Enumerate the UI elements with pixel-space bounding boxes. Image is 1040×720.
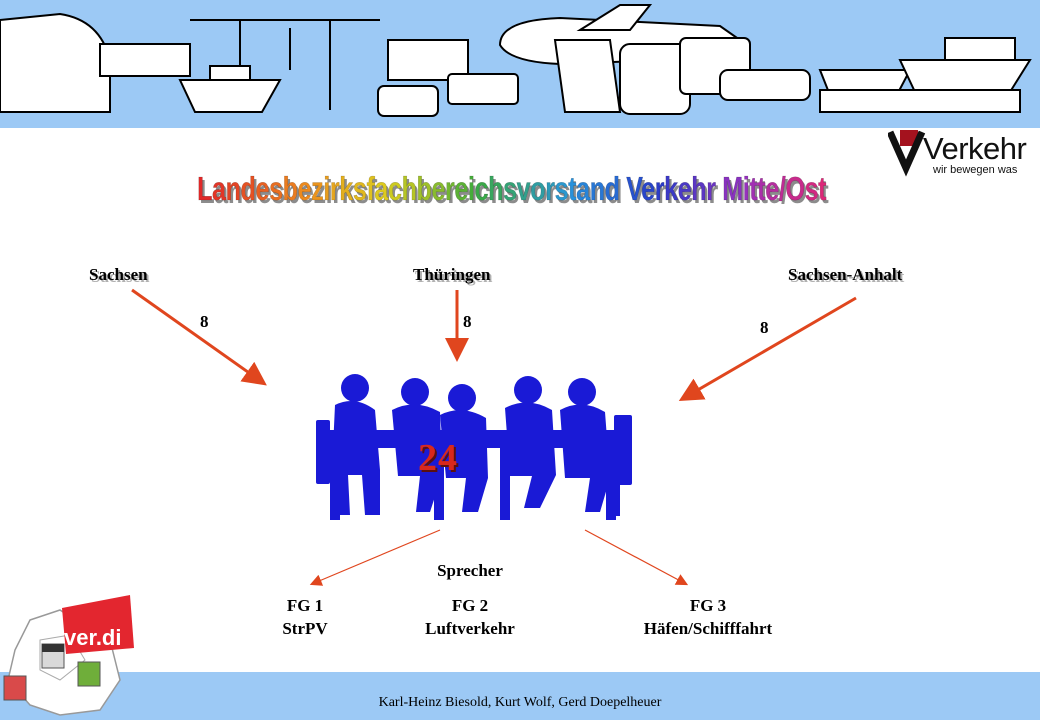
logo-tagline: wir bewegen was [933, 164, 1018, 176]
group-fg1: FG 1 StrPV [240, 594, 370, 640]
speaker-label: Sprecher [437, 561, 503, 580]
logo-word: Verkehr [923, 131, 1027, 166]
stairs-icon [553, 39, 622, 113]
barge-icon [819, 89, 1021, 113]
transport-illustration [0, 4, 1032, 117]
coat-of-arms-icon [77, 661, 101, 687]
member-total: 24 [418, 437, 458, 479]
region-sachsen: Sachsen [89, 265, 148, 284]
logo-square [900, 130, 918, 146]
arrow-fg1 [309, 529, 441, 586]
train-icon [0, 12, 111, 113]
footer-bar [0, 672, 1040, 720]
meeting-people-icon [316, 374, 632, 520]
group-fg3-code: FG 3 [689, 596, 727, 615]
page-title: Landesbezirksfachbereichsvorstand Verkeh… [197, 170, 827, 208]
count-thueringen: 8 [463, 312, 472, 331]
group-fg3-name: Häfen/Schifffahrt [643, 619, 773, 638]
bus-icon [377, 85, 439, 117]
region-sachsen-anhalt: Sachsen-Anhalt [788, 265, 903, 284]
logo-v-mark [888, 130, 926, 177]
group-fg2-name: Luftverkehr [425, 619, 515, 638]
verkehr-logo [888, 130, 926, 177]
group-fg2-code: FG 2 [451, 596, 489, 615]
truck-icon [447, 73, 519, 105]
region-thueringen: Thüringen [413, 265, 491, 284]
verdi-wordmark: ver.di [64, 625, 122, 650]
verdi-logo [3, 595, 134, 716]
arrow-fg3 [584, 529, 689, 586]
coat-of-arms-icon [3, 675, 27, 701]
arrow-sachsen-anhalt [678, 296, 857, 402]
arrow-sachsen [131, 288, 267, 386]
group-fg1-name: StrPV [282, 619, 328, 638]
count-sachsen: 8 [200, 312, 209, 331]
group-fg3: FG 3 Häfen/Schifffahrt [618, 594, 798, 640]
verdi-red-block [62, 595, 134, 654]
wagon-icon [99, 43, 191, 77]
group-fg1-code: FG 1 [286, 596, 324, 615]
coach-icon [719, 69, 811, 101]
count-sachsen-anhalt: 8 [760, 318, 769, 337]
transport-banner [0, 0, 1040, 128]
group-fg2: FG 2 Luftverkehr [405, 594, 535, 640]
footer-authors: Karl-Heinz Biesold, Kurt Wolf, Gerd Doep… [378, 695, 662, 710]
